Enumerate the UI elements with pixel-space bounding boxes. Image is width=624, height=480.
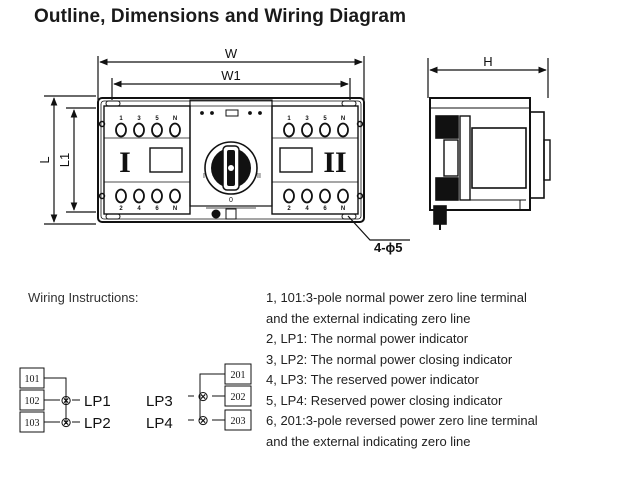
- terminal-number: 4: [305, 206, 309, 212]
- page-title: Outline, Dimensions and Wiring Diagram: [34, 6, 407, 27]
- terminal-number: 6: [323, 206, 327, 212]
- lamp-lp2-symbol: ⊗: [60, 415, 72, 431]
- l-label: L: [37, 156, 52, 163]
- handle-mark-right: II: [257, 173, 261, 180]
- holes-leader-line: [347, 215, 410, 241]
- instruction-line: 1, 101:3-pole normal power zero line ter…: [266, 290, 527, 305]
- instruction-line: and the external indicating zero line: [266, 433, 471, 449]
- instruction-line: 4, LP3: The reserved power indicator: [266, 372, 479, 387]
- wiring-diagram: [19, 363, 252, 433]
- terminal-number: N: [173, 116, 177, 122]
- terminal-label-203: 203: [231, 416, 246, 427]
- terminal-number: 2: [119, 206, 123, 212]
- instruction-line: 5, LP4: Reserved power closing indicator: [266, 392, 503, 408]
- terminal-label-202: 202: [231, 392, 246, 403]
- w1-label: W1: [221, 68, 241, 83]
- lamp-label-lp2: LP2: [84, 415, 111, 432]
- lamp-label-lp1: LP1: [84, 393, 111, 410]
- terminal-number: 3: [137, 116, 141, 122]
- lamp-lp4-symbol: ⊗: [197, 413, 209, 429]
- terminal-label-103: 103: [25, 418, 40, 429]
- terminal-number: N: [341, 116, 345, 122]
- wiring-instructions: 1, 101:3-pole normal power zero line ter…: [266, 288, 538, 452]
- terminal-number: 5: [155, 116, 159, 122]
- instruction-line: 6, 201:3-pole reversed power zero line t…: [266, 413, 538, 428]
- instruction-line: and the external indicating zero line: [266, 310, 471, 326]
- terminal-number: 1: [287, 116, 291, 122]
- terminal-number: 4: [137, 206, 141, 212]
- front-view: [97, 97, 365, 223]
- holes-label: 4-ϕ5: [374, 240, 403, 255]
- terminal-number: 5: [323, 116, 327, 122]
- side-two-mark: II: [323, 146, 346, 179]
- instruction-line: 2, LP1: The normal power indicator: [266, 331, 469, 346]
- terminal-number: 2: [287, 206, 291, 212]
- terminal-number: 3: [305, 116, 309, 122]
- terminal-label-101: 101: [25, 374, 40, 385]
- handle-mark-left: I: [203, 173, 205, 180]
- terminal-number: N: [173, 206, 177, 212]
- terminal-number: N: [341, 206, 345, 212]
- w-label: W: [225, 46, 238, 61]
- terminal-number: 1: [119, 116, 123, 122]
- l1-label: L1: [57, 153, 72, 167]
- terminal-label-102: 102: [25, 396, 40, 407]
- terminal-number: 6: [155, 206, 159, 212]
- side-view: [429, 97, 551, 230]
- lamp-lp3-symbol: ⊗: [197, 389, 209, 405]
- instruction-line: 3, LP2: The normal power closing indicat…: [266, 351, 513, 367]
- lamp-label-lp3: LP3: [146, 393, 173, 410]
- side-one-mark: I: [119, 146, 131, 179]
- lamp-label-lp4: LP4: [146, 415, 173, 432]
- lamp-lp1-symbol: ⊗: [60, 393, 72, 409]
- wiring-heading: Wiring Instructions:: [28, 290, 139, 305]
- terminal-label-201: 201: [231, 370, 246, 381]
- terminals: [115, 122, 349, 204]
- h-label: H: [483, 54, 492, 69]
- handle-mark-bottom: 0: [229, 197, 233, 204]
